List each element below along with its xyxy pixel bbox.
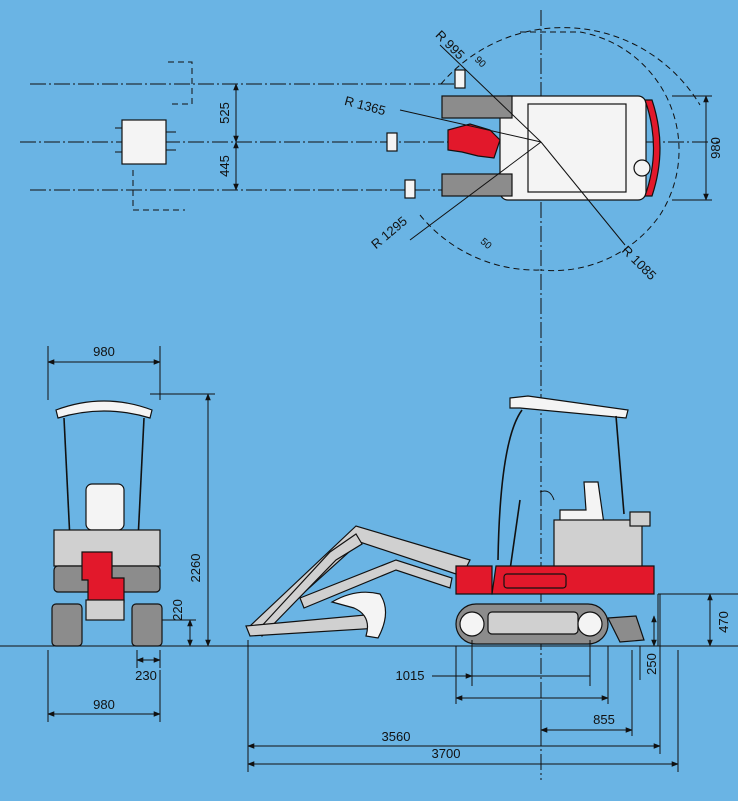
counterweight-top xyxy=(644,99,661,197)
canopy-post-left xyxy=(63,417,71,541)
label-3700: 3700 xyxy=(432,746,461,761)
canopy-post-rear-side xyxy=(615,415,625,515)
track-top-lower xyxy=(441,173,513,197)
radius-line-1295 xyxy=(409,141,542,241)
bucket-offset-left-lower xyxy=(132,170,185,211)
canopy-post-right xyxy=(137,417,145,541)
dipper-tip-upper xyxy=(454,69,466,89)
radius-line-1365 xyxy=(399,109,542,143)
blade-side xyxy=(607,615,645,643)
label-470: 470 xyxy=(716,611,731,633)
radius-arc-lower xyxy=(419,214,542,271)
sprocket-side xyxy=(577,611,603,637)
fuel-cap-top xyxy=(633,159,651,177)
label-230: 230 xyxy=(135,668,157,683)
track-front-left xyxy=(51,603,83,647)
label-1015: 1015 xyxy=(396,668,425,683)
track-top-upper xyxy=(441,95,513,119)
radius-arc-right xyxy=(520,31,680,272)
radius-line-1085 xyxy=(540,141,626,246)
dipper-tip-center xyxy=(386,132,398,152)
label-r995: R 995 xyxy=(433,27,468,62)
canopy-roof-front xyxy=(55,400,153,419)
label-r1295: R 1295 xyxy=(368,213,410,251)
label-r1085: R 1085 xyxy=(619,243,659,283)
canopy-post-front-side xyxy=(497,409,523,561)
bucket-top-far xyxy=(115,119,176,165)
label-525: 525 xyxy=(217,102,232,124)
rear-cap-side xyxy=(629,511,651,527)
seat-front xyxy=(85,483,125,531)
label-front-width-top: 980 xyxy=(93,344,115,359)
bucket-offset-left-upper xyxy=(168,61,193,105)
front-view: 980 2260 220 230 980 xyxy=(47,344,215,722)
label-front-width-bottom: 980 xyxy=(93,697,115,712)
blade-front xyxy=(85,599,125,621)
label-445: 445 xyxy=(217,155,232,177)
label-r1365: R 1365 xyxy=(343,93,387,118)
idler-wheel-side xyxy=(459,611,485,637)
upper-body-side xyxy=(553,519,643,569)
dipper-tip-lower xyxy=(404,179,416,199)
label-980-top-view: 980 xyxy=(708,137,723,159)
boom-cylinder-lever-side xyxy=(509,499,521,571)
label-angle-50: 50 xyxy=(478,236,494,252)
label-3560: 3560 xyxy=(382,729,411,744)
label-220: 220 xyxy=(170,599,185,621)
body-stripe-side xyxy=(503,573,567,589)
track-frame-side xyxy=(487,611,579,635)
side-view: 1015 250 470 855 3560 3700 xyxy=(245,395,738,772)
label-2260: 2260 xyxy=(188,554,203,583)
label-250: 250 xyxy=(644,653,659,675)
label-855: 855 xyxy=(593,712,615,727)
cab-top xyxy=(527,103,627,193)
boom-swing-top xyxy=(447,123,501,159)
track-front-right xyxy=(131,603,163,647)
top-view: 525 445 980 R 995 90 R 1365 R 1295 50 R … xyxy=(20,10,723,780)
control-lever-side xyxy=(539,490,555,501)
canopy-roof-side xyxy=(509,395,629,419)
stick-side xyxy=(299,559,453,609)
radius-arc-upper xyxy=(440,27,701,106)
arm-side xyxy=(257,533,363,637)
boom-pivot-side xyxy=(455,565,493,595)
bucket-side xyxy=(330,591,387,639)
radius-line-995 xyxy=(439,44,542,143)
label-angle-90: 90 xyxy=(472,54,488,70)
seat-side xyxy=(559,481,605,525)
